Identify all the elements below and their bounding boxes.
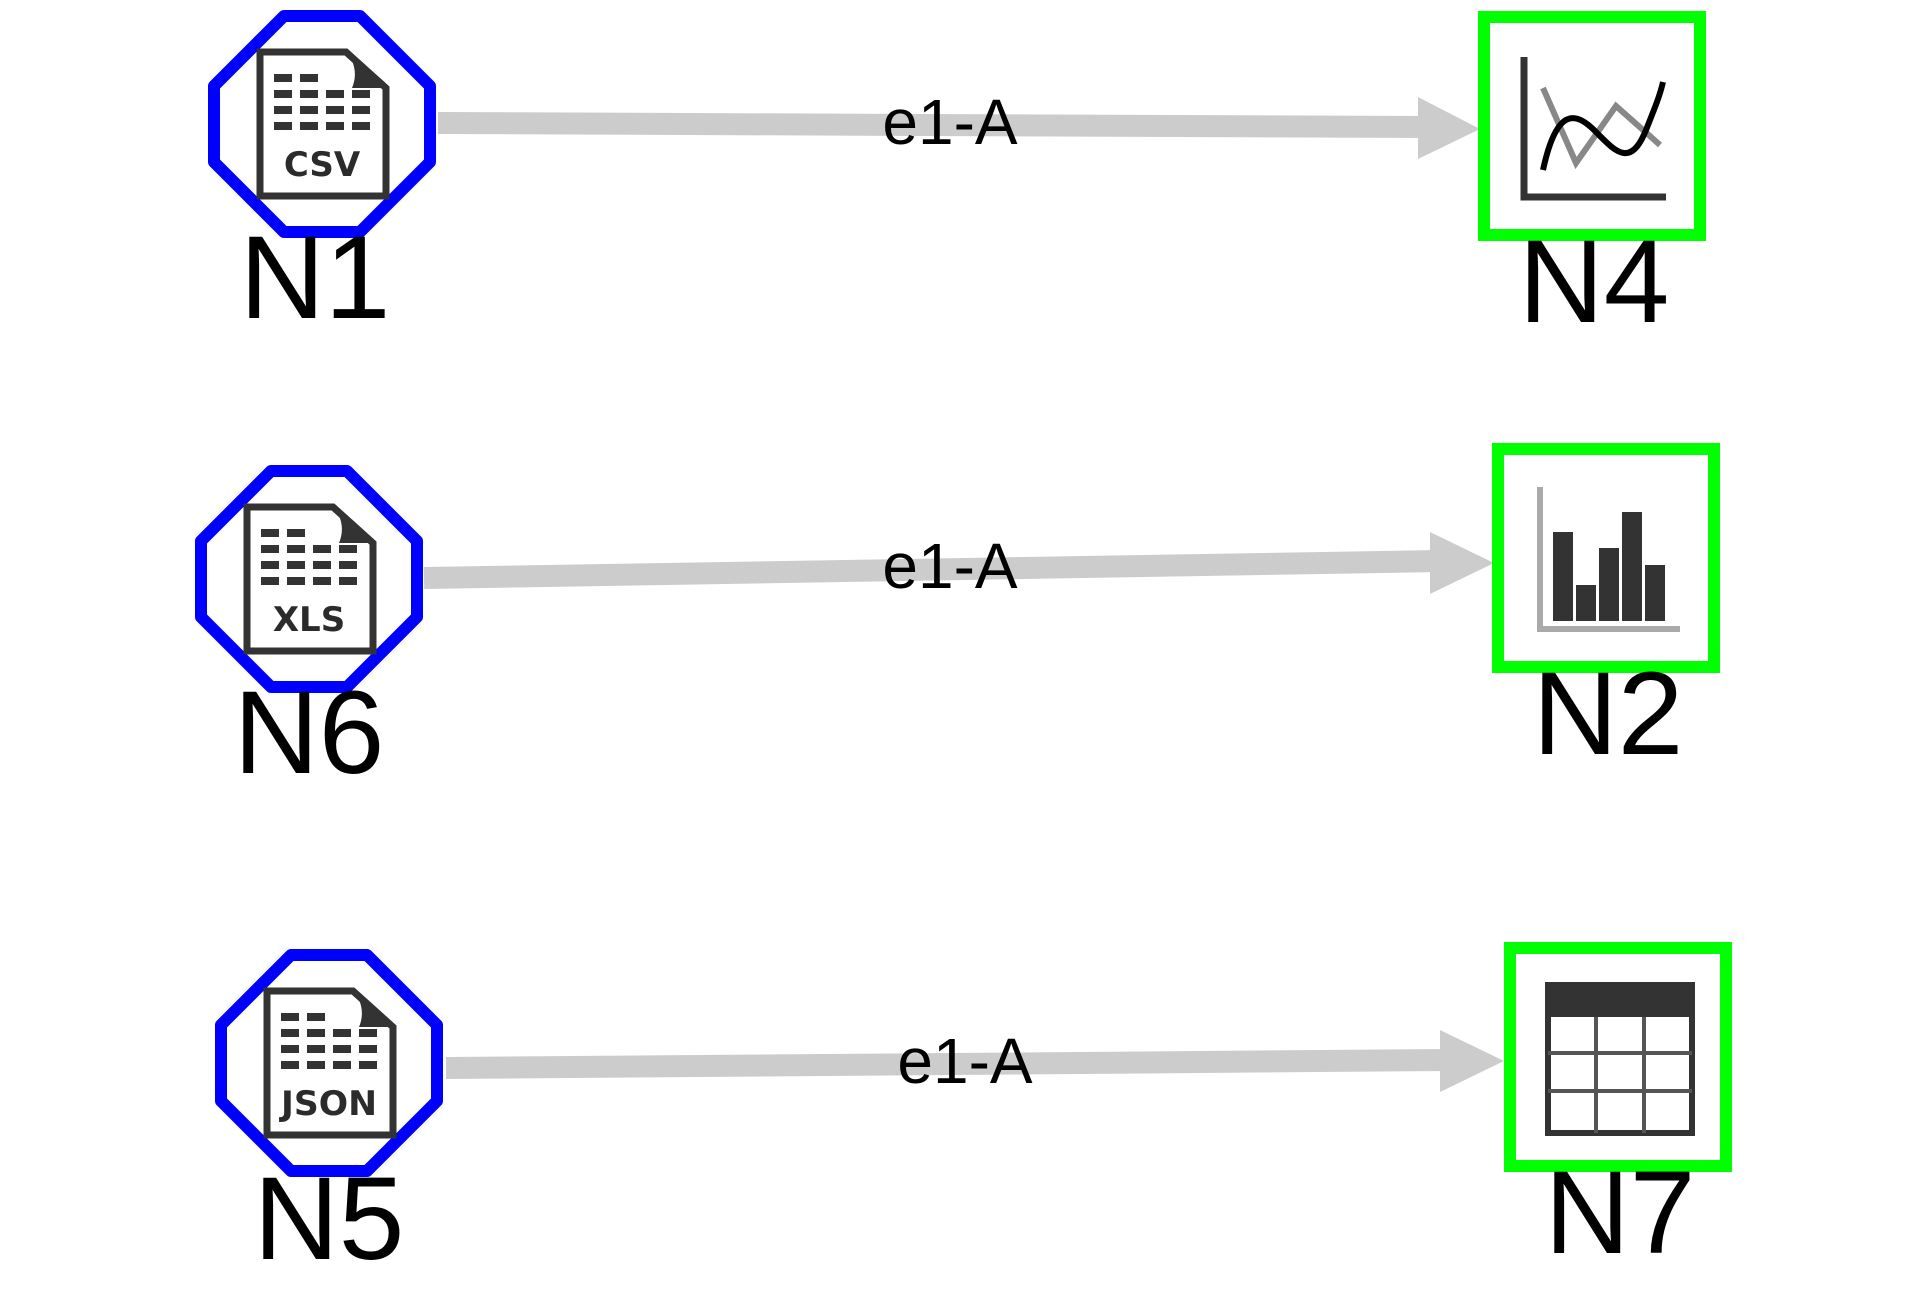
node-label-n1: N1 bbox=[240, 212, 391, 344]
svg-text:CSV: CSV bbox=[284, 145, 361, 185]
svg-text:XLS: XLS bbox=[273, 600, 345, 640]
node-label-n4: N4 bbox=[1519, 216, 1670, 348]
node-n2[interactable] bbox=[1492, 443, 1720, 673]
node-n7[interactable] bbox=[1504, 942, 1732, 1172]
json-file-icon: JSON bbox=[267, 991, 393, 1135]
csv-file-icon: CSV bbox=[260, 52, 386, 196]
edge-label: e1-A bbox=[882, 86, 1018, 158]
bar-chart-icon bbox=[1537, 487, 1680, 632]
line-chart-icon bbox=[1520, 57, 1666, 201]
node-label-n7: N7 bbox=[1545, 1147, 1696, 1279]
node-n4[interactable] bbox=[1478, 11, 1706, 241]
node-n1[interactable]: CSV bbox=[214, 16, 430, 232]
xls-file-icon: XLS bbox=[247, 507, 373, 651]
edge-label: e1-A bbox=[897, 1025, 1033, 1097]
node-n5[interactable]: JSON bbox=[221, 955, 437, 1171]
node-label-n2: N2 bbox=[1533, 648, 1684, 780]
node-label-n5: N5 bbox=[254, 1153, 405, 1285]
node-label-n6: N6 bbox=[234, 667, 385, 799]
edge-n6-n2[interactable]: e1-A bbox=[423, 530, 1494, 602]
edge-n5-n7[interactable]: e1-A bbox=[445, 1025, 1504, 1097]
table-icon bbox=[1545, 982, 1695, 1136]
node-n6[interactable]: XLS bbox=[201, 471, 417, 687]
svg-text:JSON: JSON bbox=[279, 1084, 377, 1124]
edge-label: e1-A bbox=[882, 530, 1018, 602]
edge-n1-n4[interactable]: e1-A bbox=[437, 86, 1480, 159]
